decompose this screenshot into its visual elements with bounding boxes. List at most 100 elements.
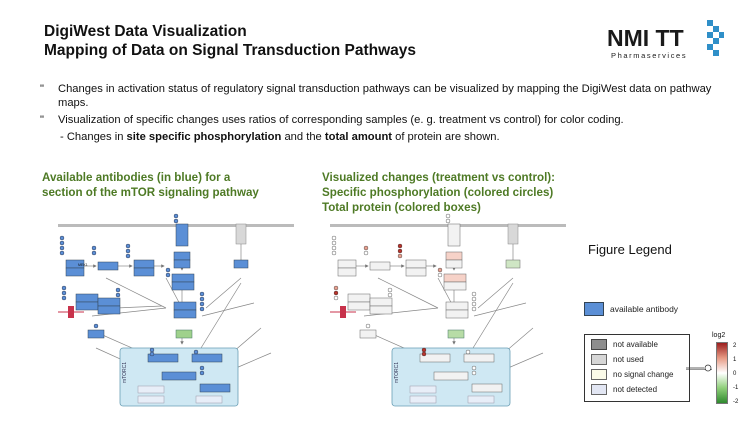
node-tti1 (409, 385, 437, 394)
mtorc1-label: mTORC1 (394, 362, 400, 383)
node-dvl (445, 251, 463, 261)
node-tsc2 (173, 309, 197, 319)
bullet-mark: " (40, 114, 44, 126)
node-akt3 (369, 297, 393, 307)
node-erk (369, 261, 391, 271)
node-rsk3 (405, 267, 427, 277)
legend-available-swatch (584, 302, 604, 316)
node-tel2 (137, 395, 165, 404)
left-pathway-diagram: mTORC1 MEK1 (58, 213, 294, 407)
swatch-not-detected (591, 384, 607, 395)
node-mek2 (337, 267, 357, 277)
logo-subtext: Pharmaservices (611, 51, 687, 60)
node-mek (337, 259, 357, 269)
node-rheb (175, 329, 193, 339)
label-mek: MEK1 (78, 263, 88, 267)
label-no-signal: no signal change (613, 370, 674, 379)
node-raptor (463, 353, 495, 363)
page-title: DigiWest Data Visualization Mapping of D… (44, 22, 416, 60)
node-tti1 (137, 385, 165, 394)
label-not-used: not used (613, 355, 644, 364)
right-pathway-diagram: mTORC1 (330, 213, 566, 407)
scale-tick: 0 (733, 371, 737, 377)
right-panel-heading: Visualized changes (treatment vs control… (322, 170, 555, 215)
node-akt3 (97, 297, 121, 307)
node-dvl3 (173, 259, 191, 269)
scale-tick: -2 (733, 399, 739, 405)
legend-pointer (686, 364, 712, 372)
right-heading-line: Visualized changes (treatment vs control… (322, 171, 556, 184)
mtorc1-label: mTORC1 (122, 362, 128, 383)
swatch-not-available (591, 339, 607, 350)
node-akt2 (75, 301, 99, 311)
node-ikk (233, 259, 249, 269)
title-line-1: DigiWest Data Visualization (44, 23, 247, 40)
bullet-item: " Changes in activation status of regula… (40, 82, 740, 110)
swatch-no-signal (591, 369, 607, 380)
node-erk (97, 261, 119, 271)
node-rsk (133, 259, 155, 269)
title-line-2: Mapping of Data on Signal Transduction P… (44, 42, 417, 59)
node-gsk (171, 273, 195, 283)
node-dvl (173, 251, 191, 261)
bullet-mark: " (40, 83, 44, 95)
node-rsk (405, 259, 427, 269)
bullet-subitem: - Changes in site specific phosphorylati… (40, 130, 740, 144)
sub-text-mid: and the (281, 131, 325, 143)
left-panel-heading: Available antibodies (in blue) for a sec… (42, 170, 259, 200)
right-heading-line: Total protein (colored boxes) (322, 201, 481, 214)
node-ikka (359, 329, 377, 339)
node-lrp6 (447, 223, 461, 247)
nmi-logo: NMI TT Pharmaservices (605, 16, 725, 66)
node-pras40 (419, 353, 451, 363)
node-akt (75, 293, 99, 303)
node-akt2 (347, 301, 371, 311)
node-akt (347, 293, 371, 303)
node-pras40 (147, 353, 179, 363)
node-mlst8 (195, 395, 223, 404)
scale-title: log2 (712, 332, 726, 339)
node-rheb (447, 329, 465, 339)
sub-bold-2: total amount (324, 131, 393, 143)
node-fzd (507, 223, 519, 245)
node-gsk (443, 273, 467, 283)
swatch-not-used (591, 354, 607, 365)
sub-bold-1: site specific phosphorylation (126, 131, 282, 143)
node-dvl3 (445, 259, 463, 269)
node-deptor (199, 383, 231, 393)
node-mek2 (65, 267, 85, 277)
sub-text-end: of protein are shown. (392, 131, 500, 143)
node-ikka (87, 329, 105, 339)
bullet-text: Changes in activation status of regulato… (58, 83, 712, 109)
left-heading-line: Available antibodies (in blue) for a (42, 171, 231, 184)
node-deptor (471, 383, 503, 393)
node-mlst8 (467, 395, 495, 404)
log2-color-scale (716, 342, 728, 404)
bullet-item: " Visualization of specific changes uses… (40, 113, 740, 127)
bullet-list: " Changes in activation status of regula… (40, 82, 740, 144)
nmi-logo-graphic: NMI TT Pharmaservices (607, 20, 724, 60)
node-raptor (191, 353, 223, 363)
node-tel2 (409, 395, 437, 404)
node-mtor (161, 371, 197, 381)
node-tsc1 (173, 301, 197, 311)
sub-text: - Changes in (60, 131, 127, 143)
node-rsk3 (133, 267, 155, 277)
scale-tick: 2 (733, 343, 737, 349)
label-not-available: not available (613, 340, 658, 349)
node-lrp6 (175, 223, 189, 247)
logo-mark-icon (707, 20, 724, 56)
scale-tick: 1 (733, 357, 737, 363)
node-ikk (505, 259, 521, 269)
node-gsk2 (443, 281, 467, 291)
node-mtor (433, 371, 469, 381)
logo-text: NMI TT (607, 25, 684, 51)
node-tsc2 (445, 309, 469, 319)
node-gsk2 (171, 281, 195, 291)
bullet-text: Visualization of specific changes uses r… (58, 114, 624, 126)
label-not-detected: not detected (613, 385, 658, 394)
legend-available-label: available antibody (610, 304, 679, 314)
legend-box: not available not used no signal change … (584, 334, 690, 402)
node-pdk (369, 305, 393, 315)
node-fzd (235, 223, 247, 245)
